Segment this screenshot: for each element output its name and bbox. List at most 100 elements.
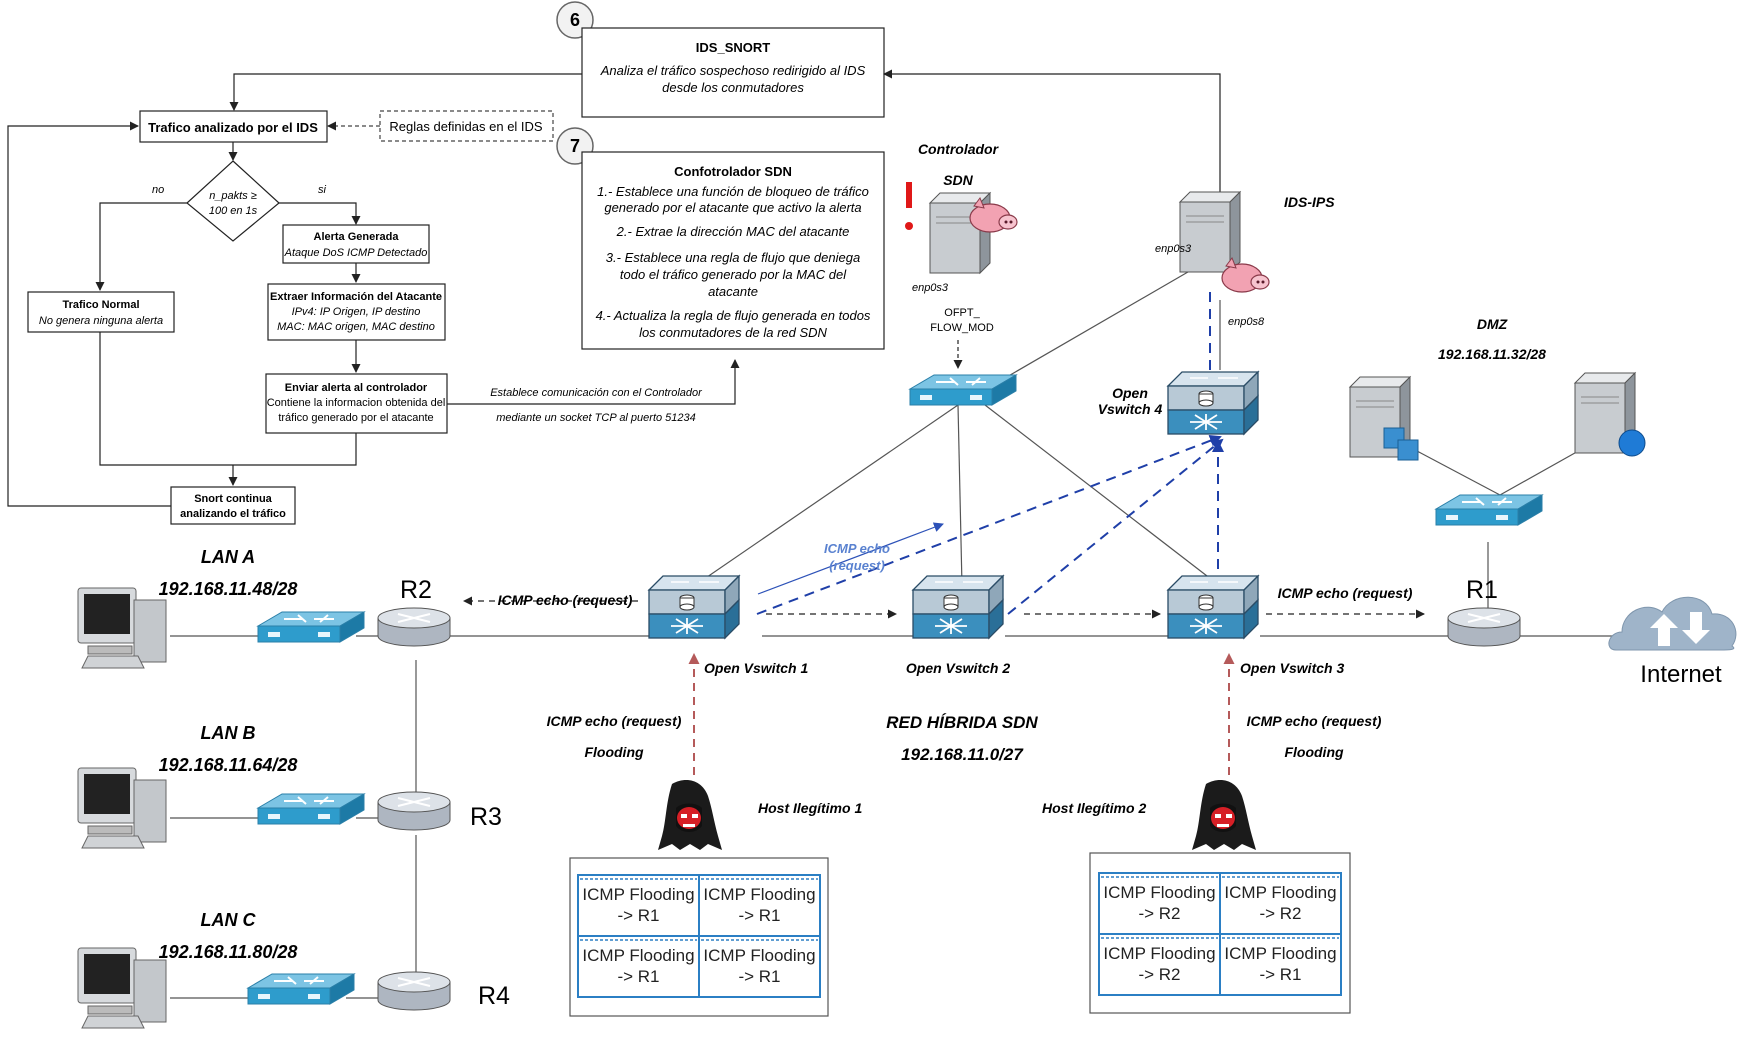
table-cell-text: -> R1 <box>617 906 659 925</box>
table-cell: ICMP Flooding -> R1 <box>577 874 700 937</box>
ovs2-label: Open Vswitch 2 <box>906 660 1010 676</box>
flowchart: 6 7 IDS_SNORT Analiza el tráfico sospech… <box>7 1 1221 525</box>
dmz: DMZ 192.168.11.32/28 <box>1349 316 1646 526</box>
internet-label: Internet <box>1640 661 1722 688</box>
alert-generated-sub: Ataque DoS ICMP Detectado <box>284 247 428 259</box>
normal-traffic-title: Trafico Normal <box>62 299 139 311</box>
r2-icon <box>377 607 451 647</box>
host-2: Host Ilegítimo 2 ICMP Flooding-> R2ICMP … <box>1042 780 1351 1014</box>
ovs1-icon <box>648 575 740 639</box>
lan-b-switch-icon <box>257 793 365 825</box>
lan-a-label: LAN A <box>201 547 255 567</box>
ovs1-ovs4-blue-dash <box>756 434 1222 615</box>
step-6-label: 6 <box>570 10 580 30</box>
controller-step1a: 1.- Establece una función de bloqueo de … <box>597 184 869 199</box>
ovs4-label-2: Vswitch 4 <box>1098 401 1163 417</box>
flowmod-label-2: FLOW_MOD <box>930 322 994 334</box>
extract-info-title: Extraer Información del Atacante <box>270 291 442 303</box>
decision-yes-label: si <box>318 184 327 196</box>
traffic-analyzed-label: Trafico analizado por el IDS <box>148 120 318 135</box>
ovs3-icon <box>1167 575 1259 639</box>
internet-cloud: Internet <box>1608 596 1737 688</box>
send-to-controller-arrow <box>447 359 740 405</box>
loop-back-arrow <box>7 121 171 507</box>
table-cell-text: ICMP Flooding <box>1103 883 1215 902</box>
table-cell-text: ICMP Flooding <box>582 946 694 965</box>
core-switch-icon <box>909 374 1017 406</box>
ids-snort-title: IDS_SNORT <box>696 40 770 55</box>
ovs2-icon <box>912 575 1004 639</box>
lan-b-label: LAN B <box>201 723 256 743</box>
dmz-switch-icon <box>1435 494 1543 526</box>
table-cell: ICMP Flooding-> R1 <box>698 935 821 998</box>
ovs4-label-1: Open <box>1112 385 1148 401</box>
send-alert-line1: Contiene la informacion obtenida del <box>267 397 446 409</box>
r4-icon <box>377 971 451 1011</box>
r1-label: R1 <box>1466 576 1498 604</box>
flood2-label-2: Flooding <box>1284 744 1344 760</box>
rules-box <box>379 110 554 142</box>
flood2-label-1: ICMP echo (request) <box>1247 713 1382 729</box>
flood1-label-2: Flooding <box>584 744 644 760</box>
host1-label: Host Ilegítimo 1 <box>758 800 862 816</box>
table-cell: ICMP Flooding -> R1 <box>1219 933 1342 996</box>
controller-step3a: 3.- Establece una regla de flujo que den… <box>606 250 860 265</box>
open-vswitch-2: Open Vswitch 2 <box>906 575 1010 676</box>
table-cell: ICMP Flooding-> R1 <box>577 935 700 998</box>
table-cell-text: ICMP Flooding <box>1224 883 1336 902</box>
decision-line1: n_pakts ≥ <box>209 190 257 202</box>
controller-step4a: 4.- Actualiza la regla de flujo generada… <box>596 308 871 323</box>
extract-info-line1: IPv4: IP Origen, IP destino <box>292 306 421 318</box>
table-cell-text: -> R2 <box>1138 965 1180 984</box>
table-cell-text: -> R2 <box>1138 904 1180 923</box>
ids-if1-label: enp0s3 <box>1155 243 1192 255</box>
controller-step2: 2.- Extrae la dirección MAC del atacante <box>616 224 850 239</box>
table-cell: ICMP Flooding -> R2 <box>1098 872 1221 935</box>
snort-continue-line2: analizando el tráfico <box>180 508 286 520</box>
controller-step4b: los conmutadores de la red SDN <box>639 325 827 340</box>
r1-icon <box>1447 607 1521 647</box>
icmp-left-label: ICMP echo (request) <box>498 592 633 608</box>
send-alert-title: Enviar alerta al controlador <box>285 382 428 394</box>
step-7-label: 7 <box>570 136 580 156</box>
ids-ips: IDS-IPS enp0s3 enp0s8 <box>1155 191 1335 328</box>
decision-no-label: no <box>152 184 164 196</box>
flood1-label-1: ICMP echo (request) <box>547 713 682 729</box>
r3-label: R3 <box>470 803 502 831</box>
host2-label: Host Ilegítimo 2 <box>1042 800 1146 816</box>
controller-box-title: Confotrolador SDN <box>674 164 792 179</box>
send-alert-line2: tráfico generado por el atacante <box>278 412 433 424</box>
ids-pig-icon <box>1221 257 1270 293</box>
dmz-label: DMZ <box>1477 316 1508 332</box>
flowmod-label-1: OFPT_ <box>944 307 980 319</box>
hybrid-network-net: 192.168.11.0/27 <box>901 745 1024 764</box>
comm-label-line1: Establece comunicación con el Controlado… <box>490 387 703 399</box>
icmp-blue-label-1: ICMP echo <box>824 541 890 556</box>
controller-step3c: atacante <box>708 284 758 299</box>
ids-if2-label: enp0s8 <box>1228 316 1265 328</box>
host-1: Host Ilegítimo 1 ICMP Flooding -> R1 ICMP … <box>569 780 862 1017</box>
web-globe-icon <box>1618 429 1646 457</box>
table-cell-text: -> R1 <box>1259 965 1301 984</box>
table-cell-text: -> R1 <box>738 906 780 925</box>
ovs4-icon <box>1167 371 1259 435</box>
lan-c-net-label: 192.168.11.80/28 <box>159 942 298 962</box>
open-vswitch-1: Open Vswitch 1 <box>648 575 808 676</box>
table-cell: ICMP Flooding -> R2 <box>1219 872 1342 935</box>
table-cell-text: ICMP Flooding <box>1224 944 1336 963</box>
no-branch-arrow <box>95 202 187 291</box>
controller-label-2: SDN <box>943 172 973 188</box>
comm-label-line2: mediante un socket TCP al puerto 51234 <box>496 412 696 424</box>
table-cell-text: -> R2 <box>1259 904 1301 923</box>
controller-step1b: generado por el atacante que activo la a… <box>604 200 861 215</box>
table-cell-text: ICMP Flooding <box>582 885 694 904</box>
lan-b-net-label: 192.168.11.64/28 <box>159 755 298 775</box>
lan-a-net-label: 192.168.11.48/28 <box>159 579 298 599</box>
lan-c-switch-icon <box>247 973 355 1005</box>
lan-b-pc-icon <box>77 767 167 849</box>
vm-icon-2 <box>1397 439 1419 461</box>
lan-a-pc-icon <box>77 587 167 669</box>
